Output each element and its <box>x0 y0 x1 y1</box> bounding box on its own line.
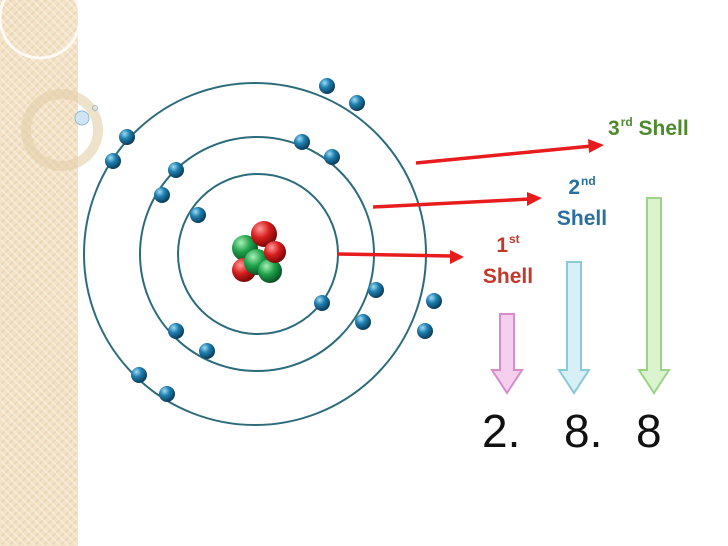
proton <box>251 221 277 247</box>
electron-configuration: 2. 8. 8 <box>482 404 662 458</box>
electron <box>105 153 121 169</box>
electron <box>154 187 170 203</box>
electrons-shell-3 <box>105 78 442 402</box>
first-shell-ordinal: 1 <box>496 234 508 257</box>
second-shell-count: 8. <box>564 405 603 457</box>
electron <box>168 162 184 178</box>
first-shell-ordinal-suffix: st <box>509 232 520 246</box>
electron <box>426 293 442 309</box>
pointer-arrow-shell-3 <box>415 139 604 165</box>
decorative-circles <box>0 0 103 171</box>
electron <box>355 314 371 330</box>
electrons-shell-2 <box>154 134 384 359</box>
electron <box>131 367 147 383</box>
electron <box>168 323 184 339</box>
proton <box>264 241 286 263</box>
pointer-arrow-shell-2 <box>372 192 542 209</box>
third-shell-word: Shell <box>638 117 689 140</box>
electrons-shell-1 <box>190 207 330 311</box>
down-arrow-shell-1 <box>490 313 524 395</box>
first-shell-word: Shell <box>482 265 534 288</box>
second-shell-label: 2nd Shell <box>546 175 618 229</box>
third-shell-label: 3rd Shell <box>608 116 689 139</box>
third-shell-ordinal: 3 <box>608 117 620 140</box>
third-shell-ordinal-suffix: rd <box>620 115 633 129</box>
pointer-arrow-shell-1 <box>337 250 464 264</box>
nucleus <box>232 221 286 283</box>
down-arrow-shell-3 <box>637 197 671 395</box>
electron <box>294 134 310 150</box>
first-shell-count: 2. <box>482 405 521 457</box>
second-shell-word: Shell <box>556 207 608 230</box>
electron <box>349 95 365 111</box>
second-shell-ordinal: 2 <box>568 176 580 199</box>
electron <box>159 386 175 402</box>
first-shell-label: 1st Shell <box>474 233 542 287</box>
electron <box>417 323 433 339</box>
electron <box>319 78 335 94</box>
electron <box>368 282 384 298</box>
neutron <box>258 259 282 283</box>
electron <box>314 295 330 311</box>
electron <box>119 129 135 145</box>
second-shell-ordinal-suffix: nd <box>581 174 596 188</box>
electron <box>199 343 215 359</box>
down-arrow-shell-2 <box>557 261 591 395</box>
electron <box>324 149 340 165</box>
third-shell-count: 8 <box>636 405 662 457</box>
electron <box>190 207 206 223</box>
